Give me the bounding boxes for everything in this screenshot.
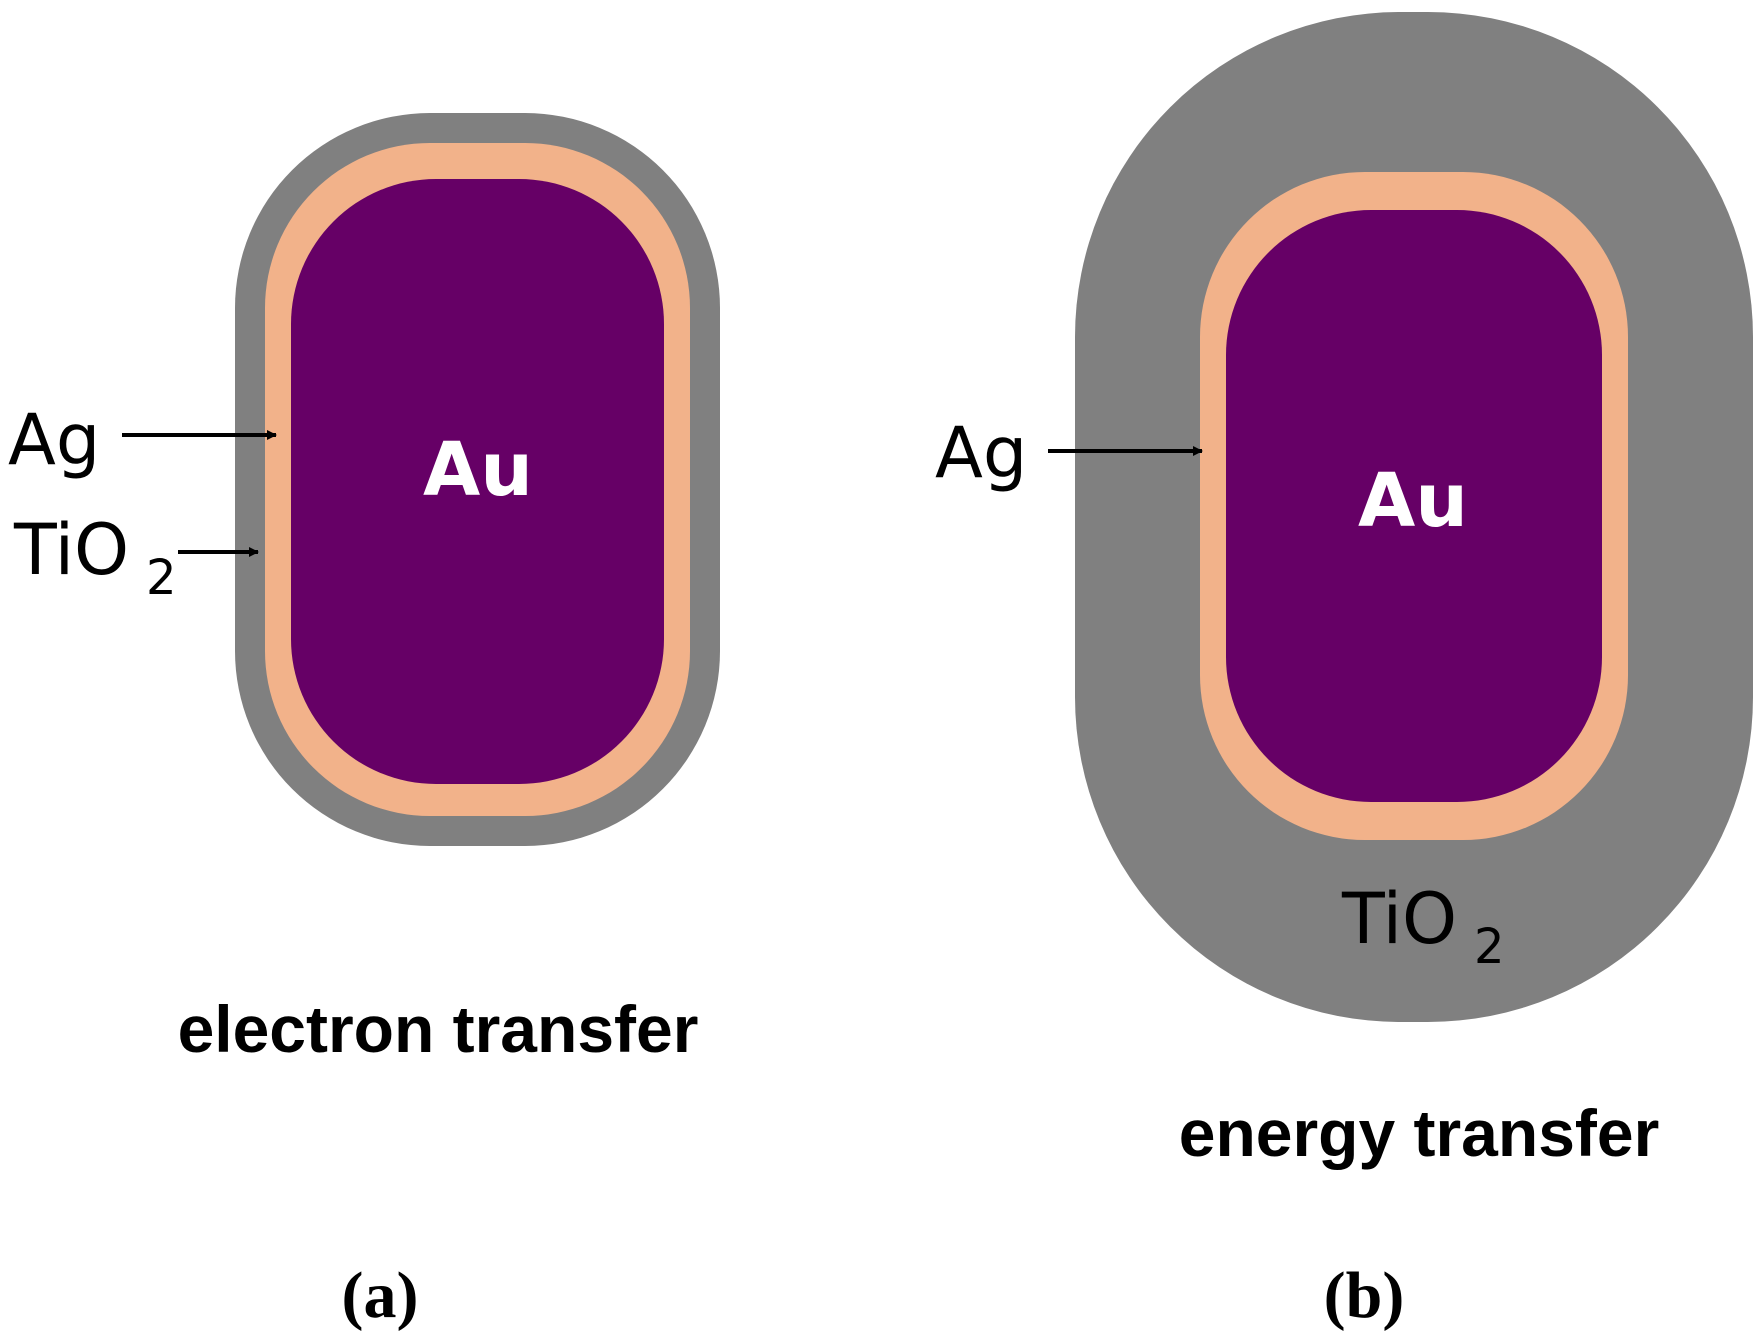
panel-a-label: (a) — [342, 1259, 419, 1332]
panel-b-particle: Au — [1075, 12, 1753, 1022]
panel-b-ag-label: Ag — [935, 412, 1027, 494]
panel-a-au-label: Au — [423, 427, 533, 513]
panel-b-tio2-label-main: TiO — [1341, 878, 1457, 960]
panel-b-au-core — [1226, 210, 1602, 802]
panel-a-tio2-label: TiO 2 — [13, 509, 177, 606]
panel-a-au-core — [291, 179, 664, 784]
panel-b-label: (b) — [1324, 1259, 1405, 1332]
panel-b-tio2-label: TiO 2 — [1341, 878, 1505, 975]
panel-b-au-label: Au — [1358, 458, 1468, 544]
panel-a-ag-label: Ag — [8, 399, 100, 481]
panel-a-tio2-label-main: TiO — [13, 509, 129, 591]
panel-b-tio2-label-sub: 2 — [1474, 919, 1505, 975]
panel-a-caption: electron transfer — [178, 992, 699, 1066]
panel-a-particle: Au — [235, 113, 720, 846]
panel-b-caption: energy transfer — [1179, 1096, 1660, 1170]
panel-a-tio2-label-sub: 2 — [146, 550, 177, 606]
